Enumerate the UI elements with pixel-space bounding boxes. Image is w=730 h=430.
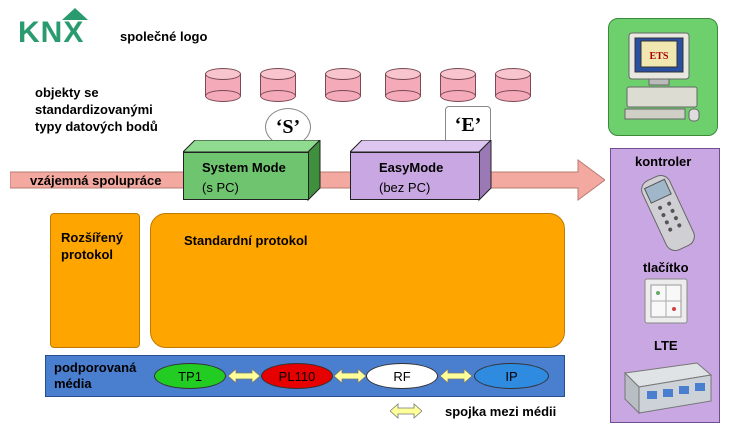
- lte-label: LTE: [654, 338, 678, 353]
- media-bar: podporovaná média TP1 PL110 RF IP: [45, 355, 565, 397]
- standard-protocol-label: Standardní protokol: [184, 233, 308, 248]
- media-ip: IP: [474, 363, 549, 389]
- knx-logo: KNX: [18, 8, 106, 50]
- wall-switch-icon: [644, 278, 688, 324]
- datapoint-cylinder: [325, 68, 361, 102]
- datapoint-cylinder: [440, 68, 476, 102]
- media-tp1: TP1: [154, 363, 226, 389]
- system-mode-title: System Mode: [202, 160, 286, 175]
- logo-caption: společné logo: [120, 29, 208, 44]
- arrow-label: vzájemná spolupráce: [30, 173, 162, 188]
- extended-protocol-label: Rozšířený protokol: [61, 230, 124, 262]
- easy-mode-box: EasyMode (bez PC): [350, 152, 480, 200]
- datapoint-cylinder: [495, 68, 531, 102]
- easy-mode-subtitle: (bez PC): [379, 180, 431, 195]
- objects-label: objekty se standardizovanými typy datový…: [35, 85, 158, 134]
- extended-protocol-box: Rozšířený protokol: [50, 213, 140, 348]
- remote-controller-icon: [641, 175, 695, 251]
- media-pl110: PL110: [261, 363, 333, 389]
- easy-mode-badge: ‘E’: [445, 106, 491, 144]
- media-rf: RF: [366, 363, 438, 389]
- standard-protocol-box: Standardní protokol: [150, 213, 565, 348]
- devices-panel: kontroler tlačítko LTE: [610, 148, 720, 423]
- system-mode-subtitle: (s PC): [202, 180, 239, 195]
- coupler-legend-icon: [390, 403, 422, 419]
- controller-label: kontroler: [635, 154, 692, 169]
- datapoint-cylinder: [205, 68, 241, 102]
- system-mode-box: System Mode (s PC): [183, 152, 309, 200]
- lte-device-icon: [623, 362, 713, 415]
- media-label: podporovaná média: [54, 360, 137, 391]
- coupler-arrow-icon: [440, 368, 472, 384]
- knx-logo-text: KNX: [18, 16, 85, 49]
- coupler-arrow-icon: [228, 368, 260, 384]
- coupler-arrow-icon: [334, 368, 366, 384]
- coupler-label: spojka mezi médii: [445, 404, 557, 419]
- ets-text: ETS: [650, 51, 669, 62]
- ets-frame: ETS: [608, 18, 718, 136]
- easy-mode-title: EasyMode: [379, 160, 444, 175]
- button-label: tlačítko: [643, 260, 689, 275]
- logo-roof-icon: [62, 8, 88, 20]
- datapoint-cylinder: [385, 68, 421, 102]
- datapoint-cylinder: [260, 68, 296, 102]
- ets-computer-icon: ETS: [624, 32, 700, 122]
